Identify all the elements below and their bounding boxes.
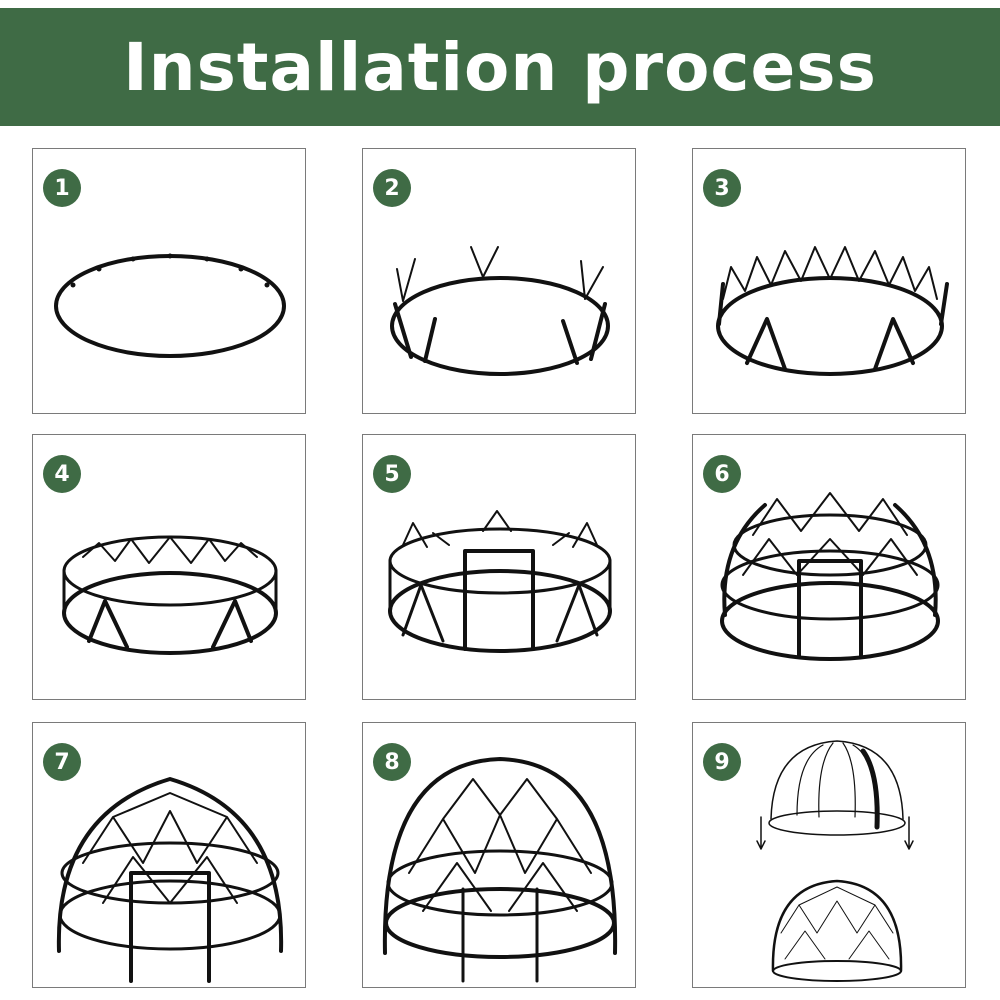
step-badge-6: 6: [703, 455, 741, 493]
ring-with-triangles-illustration: [716, 246, 949, 376]
step-panel-1: 1: [32, 148, 306, 414]
step-badge-5: 5: [373, 455, 411, 493]
step-badge-7: 7: [43, 743, 81, 781]
step-panel-2: 2: [362, 148, 636, 414]
step-panel-5: 5: [362, 434, 636, 700]
step-badge-2: 2: [373, 169, 411, 207]
title-banner: Installation process: [0, 8, 1000, 126]
step-panel-8: 8: [362, 722, 636, 988]
ring-base-illustration: [54, 253, 286, 358]
cover-over-dome-illustration: [756, 740, 914, 982]
step-badge-9: 9: [703, 743, 741, 781]
step-badge-3: 3: [703, 169, 741, 207]
ring-with-uprights-illustration: [390, 246, 610, 376]
step-panel-9: 9: [692, 722, 966, 988]
step-panel-4: 4: [32, 434, 306, 700]
upper-wall-illustration: [720, 492, 940, 661]
page-title: Installation process: [123, 28, 877, 106]
step-badge-4: 4: [43, 455, 81, 493]
lower-wall-illustration: [62, 535, 278, 655]
wall-with-door-illustration: [388, 510, 612, 653]
dome-frame-illustration: [56, 777, 284, 983]
step-panel-6: 6: [692, 434, 966, 700]
step-badge-1: 1: [43, 169, 81, 207]
step-panel-3: 3: [692, 148, 966, 414]
completed-dome-illustration: [382, 757, 618, 983]
step-badge-8: 8: [373, 743, 411, 781]
step-panel-7: 7: [32, 722, 306, 988]
